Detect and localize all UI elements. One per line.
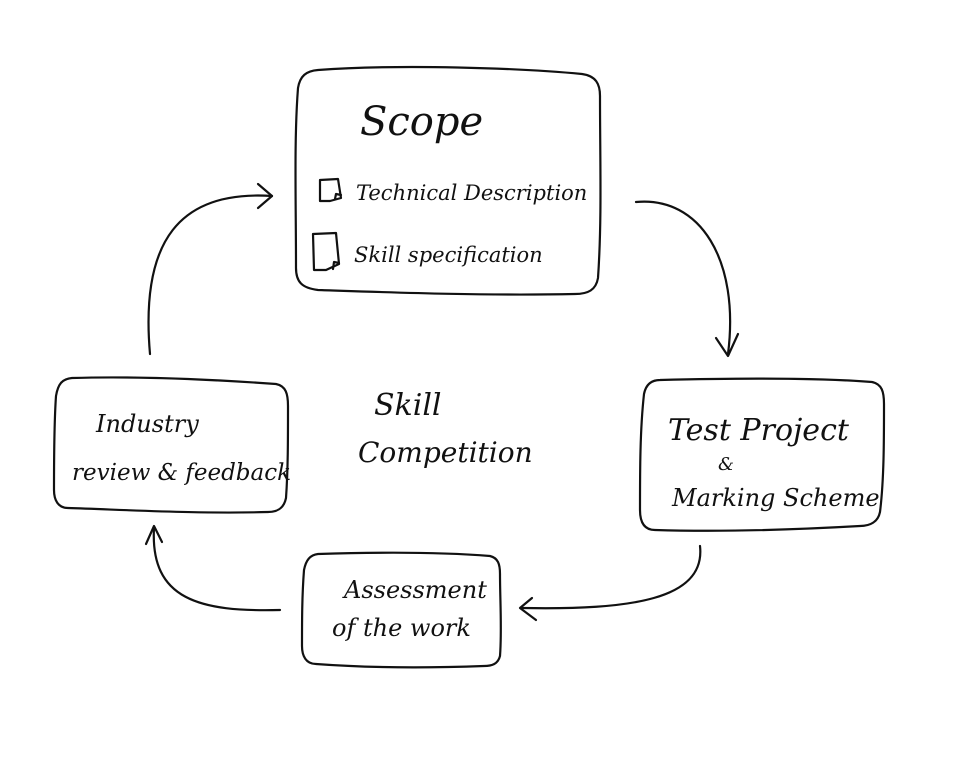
- test-project-line2: &: [718, 454, 734, 475]
- scope-item-technical-description: Technical Description: [318, 177, 587, 205]
- scope-item-label: Skill specification: [354, 243, 543, 267]
- arrow-assessment-to-industry: [144, 524, 282, 612]
- document-icon: [318, 177, 343, 203]
- center-label: Skill Competition: [358, 388, 533, 469]
- assessment-box: [300, 551, 502, 669]
- test-project-line1: Test Project: [668, 413, 850, 448]
- test-project-node: Test Project & Marking Scheme: [638, 377, 886, 532]
- scope-title: Scope: [360, 99, 483, 145]
- arrow-industry-to-scope: [147, 182, 274, 356]
- test-project-line3: Marking Scheme: [671, 484, 880, 512]
- industry-line1: Industry: [95, 410, 199, 438]
- industry-line2: review & feedback: [72, 460, 291, 486]
- test-project-box: [638, 377, 886, 532]
- assessment-line2: of the work: [332, 614, 471, 642]
- center-label-line2: Competition: [358, 436, 533, 469]
- industry-node: Industry review & feedback: [52, 376, 291, 514]
- center-label-line1: Skill: [374, 388, 442, 423]
- arrow-test-project-to-assessment: [518, 544, 702, 622]
- assessment-line1: Assessment: [342, 576, 487, 604]
- scope-node: Scope Technical Description Skill specif…: [294, 65, 602, 296]
- industry-box: [52, 376, 290, 514]
- scope-item-skill-specification: Skill specification: [311, 231, 543, 272]
- scope-box: [294, 65, 602, 296]
- arrow-scope-to-test-project: [634, 200, 740, 358]
- assessment-node: Assessment of the work: [300, 551, 502, 669]
- scope-item-label: Technical Description: [356, 181, 587, 205]
- document-icon: [311, 231, 341, 272]
